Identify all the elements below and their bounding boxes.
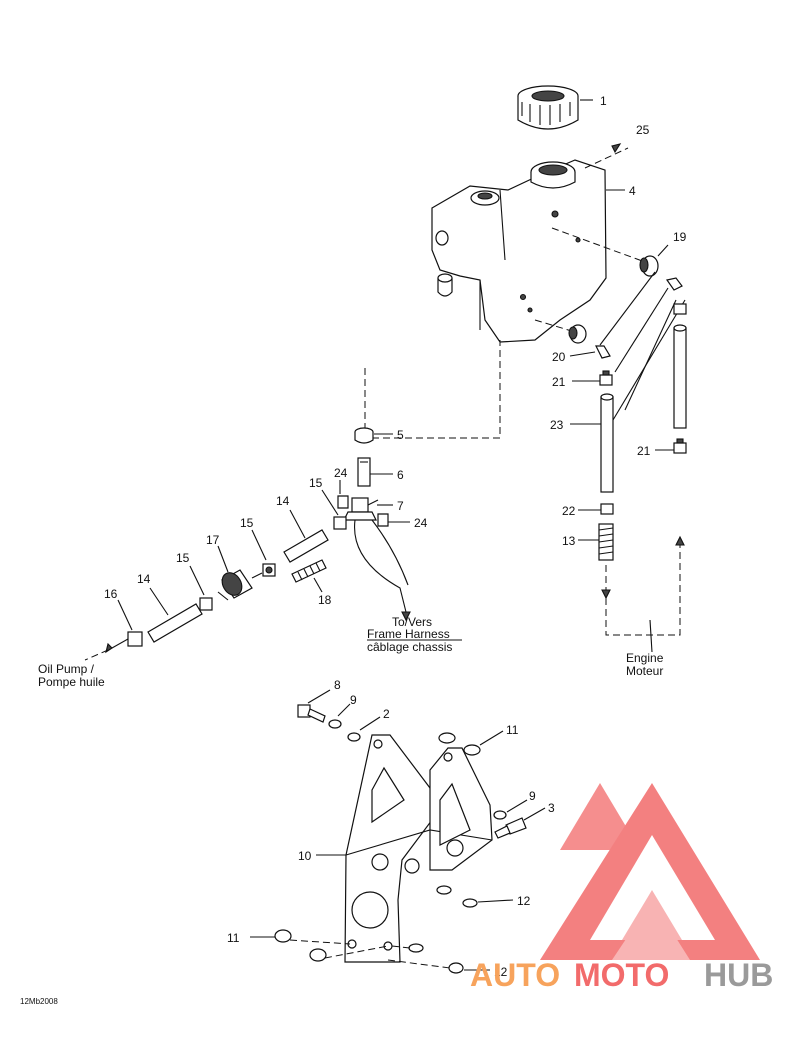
watermark-text: AUTO MOTO HUB: [470, 957, 773, 993]
label-15b: 15: [240, 516, 254, 530]
clamp-21-upper: [599, 370, 613, 386]
clamp-upper-right: [673, 303, 687, 315]
label-18: 18: [318, 593, 332, 607]
label-8: 8: [334, 678, 341, 692]
hose-14-upper: [283, 529, 329, 563]
label-10: 10: [298, 849, 312, 863]
label-5: 5: [397, 428, 404, 442]
clamp-15-lower: [199, 597, 213, 611]
label-22: 22: [562, 504, 576, 518]
tube-6: [357, 457, 371, 487]
label-12b: 12: [494, 965, 508, 979]
clamp-15-upper: [333, 516, 347, 530]
label-12a: 12: [517, 894, 531, 908]
clip-24-upper: [337, 495, 349, 509]
label-15c: 15: [176, 551, 190, 565]
watermark-hub: HUB: [704, 957, 773, 993]
label-14b: 14: [137, 572, 151, 586]
elbow-fitting-20: [595, 345, 611, 359]
clip-24-right: [377, 513, 389, 527]
watermark-logo: [540, 783, 760, 960]
label-23: 23: [550, 418, 564, 432]
watermark-auto: AUTO: [470, 957, 560, 993]
caption-frame-1: To/Vers: [392, 615, 432, 629]
label-9b: 9: [529, 789, 536, 803]
watermark-moto: MOTO: [574, 957, 669, 993]
label-24b: 24: [414, 516, 428, 530]
label-25: 25: [636, 123, 650, 137]
caption-oil-1: Oil Pump /: [38, 662, 95, 676]
label-3: 3: [548, 801, 555, 815]
label-2: 2: [383, 707, 390, 721]
drawing-code: 12Mb2008: [20, 997, 58, 1006]
nut-11-top: [438, 732, 481, 756]
label-13: 13: [562, 534, 576, 548]
clamp-22: [600, 503, 614, 515]
label-7: 7: [397, 499, 404, 513]
hose-right: [673, 324, 687, 429]
filter-17: [217, 569, 263, 601]
fitting-16: [111, 631, 143, 649]
oil-tank: [431, 159, 607, 343]
bolt-3: [494, 817, 527, 839]
bolt-8: [297, 704, 326, 723]
label-17: 17: [206, 533, 220, 547]
label-21b: 21: [637, 444, 651, 458]
label-24a: 24: [334, 466, 348, 480]
label-4: 4: [629, 184, 636, 198]
caption-frame-2: Frame Harness: [367, 627, 450, 641]
spring-18: [291, 559, 327, 583]
label-1: 1: [600, 94, 607, 108]
bracket-10: [344, 734, 493, 963]
label-11a: 11: [506, 723, 519, 737]
label-11b: 11: [227, 931, 240, 945]
label-15a: 15: [309, 476, 323, 490]
grommet-19: [639, 255, 659, 277]
label-14a: 14: [276, 494, 290, 508]
caption-oil-2: Pompe huile: [38, 675, 105, 689]
caption-frame-3: câblage chassis: [367, 640, 452, 654]
elbow-fitting-upper: [665, 277, 683, 291]
clamp-21-lower: [673, 438, 687, 454]
tank-cap: [517, 85, 579, 130]
label-21a: 21: [552, 375, 566, 389]
label-20: 20: [552, 350, 566, 364]
caption-engine-2: Moteur: [626, 664, 663, 678]
hose-23: [600, 393, 614, 493]
label-19: 19: [673, 230, 687, 244]
label-6: 6: [397, 468, 404, 482]
nut-5: [354, 427, 374, 444]
hose-14-lower: [147, 603, 203, 643]
caption-engine-1: Engine: [626, 651, 664, 665]
t-fitting-7: [343, 497, 379, 521]
clamp-15-mid: [262, 563, 276, 577]
spring-13: [598, 523, 614, 561]
grommet-lower: [568, 324, 587, 344]
label-16: 16: [104, 587, 118, 601]
nut-11-bottom: [274, 929, 327, 962]
label-9a: 9: [350, 693, 357, 707]
